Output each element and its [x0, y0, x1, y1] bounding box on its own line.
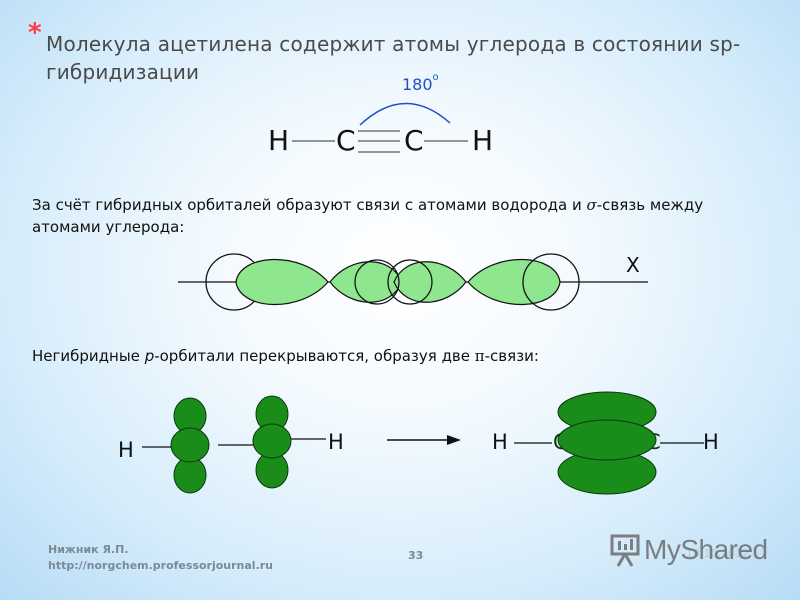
pi-text-part3: -связи: — [484, 347, 539, 365]
diagram-right-h-right: H — [703, 430, 719, 454]
p-orbital-letter: р — [144, 347, 155, 365]
formula-h-right: H — [472, 124, 494, 157]
sigma-symbol: σ — [586, 196, 597, 214]
angle-value: 180 — [402, 75, 433, 94]
pi-text-part1: Негибридные — [32, 347, 145, 365]
footer-author-block: Нижник Я.П. http://norgchem.professorjou… — [48, 542, 273, 574]
diagram-right-h-left: H — [492, 430, 508, 454]
slide-title: Молекула ацетилена содержит атомы углеро… — [46, 32, 741, 84]
sigma-text-after: -связь между атомами углерода: — [32, 196, 704, 236]
pi-symbol: π — [474, 347, 485, 365]
formula-c-right: C — [404, 124, 424, 157]
formula-bonds — [292, 130, 468, 153]
title-bullet: * — [28, 18, 42, 48]
p-orbitals-separate — [142, 395, 326, 494]
footer-date: 18.10.2012 — [686, 547, 749, 560]
reaction-arrow-icon — [387, 435, 461, 445]
sigma-bond-text: За счёт гибридных орбиталей образуют свя… — [32, 194, 772, 238]
watermark-brand: MyShared — [644, 534, 768, 565]
sigma-orbital-diagram — [178, 253, 648, 311]
presentation-board-icon — [610, 534, 640, 567]
sigma-text-before: За счёт гибридных орбиталей образуют свя… — [32, 196, 587, 214]
bond-angle-label: 180o — [402, 71, 439, 94]
pi-bonds-overlap — [514, 391, 704, 495]
diagram-left-h-left: H — [118, 438, 134, 462]
footer-author: Нижник Я.П. — [48, 543, 129, 556]
pi-text-part2: -орбитали перекрываются, образуя две — [154, 347, 475, 365]
watermark-logo: MyShared — [606, 532, 768, 568]
angle-unit: o — [432, 71, 439, 83]
formula-h-left: H — [268, 124, 290, 157]
diagram-left-h-right: H — [328, 430, 344, 454]
formula-c-left: C — [336, 124, 356, 157]
page-number: 33 — [408, 549, 424, 562]
angle-arc — [359, 102, 451, 126]
pi-bond-text: Негибридные р-орбитали перекрываются, об… — [32, 347, 539, 365]
footer-url[interactable]: http://norgchem.professorjournal.ru — [48, 559, 274, 572]
axis-x-label: X — [626, 253, 640, 277]
